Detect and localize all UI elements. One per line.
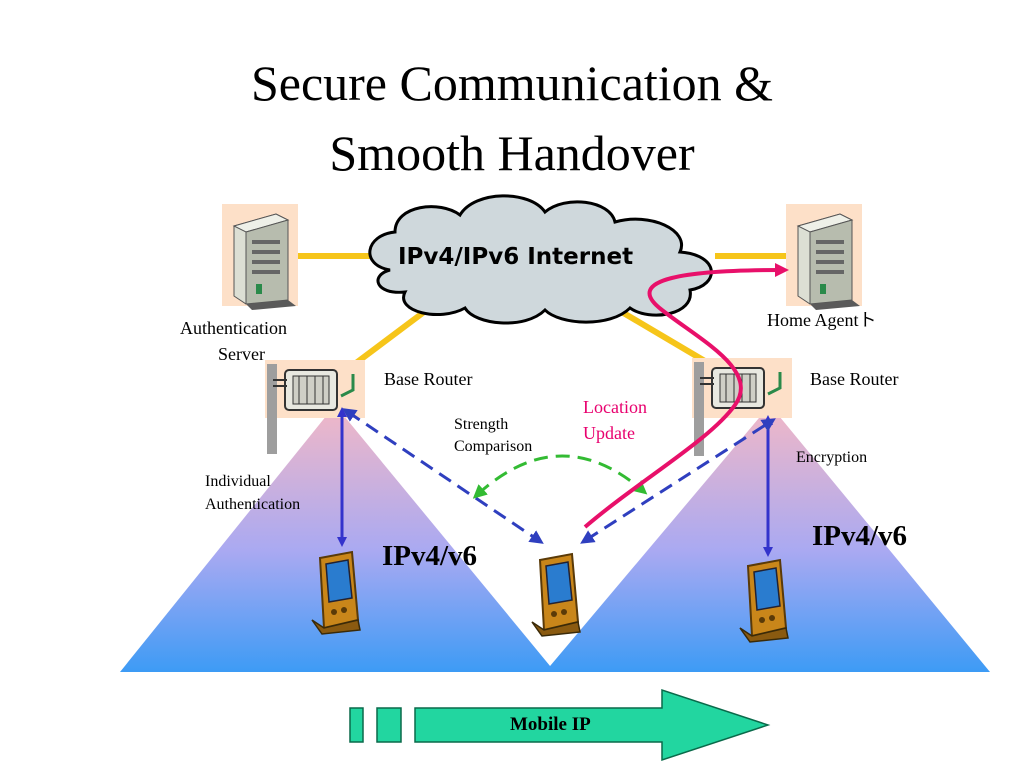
strength-comparison-arc [472, 454, 648, 499]
page-title-line2: Smooth Handover [329, 125, 695, 181]
pda-icon [531, 552, 581, 637]
mobile-ip-label: Mobile IP [510, 714, 591, 735]
encryption-label: Encryption [796, 449, 868, 466]
handover-dashed-left [342, 408, 544, 544]
cloud-label: IPv4/IPv6 Internet [398, 244, 634, 270]
ipv4v6-right-label: IPv4/v6 [812, 520, 908, 552]
pda-icon [311, 550, 361, 635]
page-title-line1: Secure Communication & [250, 55, 774, 111]
individual-auth-label-line2: Authentication [205, 496, 301, 513]
cloud-icon [368, 194, 713, 325]
server-icon [222, 204, 298, 310]
server-icon [786, 204, 862, 310]
auth-server-label-line1: Authentication [180, 318, 287, 338]
location-update-curve [583, 263, 789, 529]
individual-auth-label-line1: Individual [205, 473, 271, 490]
ipv4v6-left-label: IPv4/v6 [382, 540, 478, 572]
location-update-label-line1: Location [583, 397, 647, 417]
location-update-label-line2: Update [583, 423, 635, 443]
mobile-ip-arrow [349, 688, 771, 762]
home-agent-label: Home Agentト [767, 310, 877, 330]
handover-dashed-right [580, 418, 776, 544]
strength-label-line2: Comparison [454, 438, 533, 455]
pda-icon [739, 558, 789, 643]
base-router-right-label: Base Router [810, 369, 899, 389]
base-router-left-label: Base Router [384, 369, 473, 389]
auth-server-label-line2: Server [218, 344, 265, 364]
strength-label-line1: Strength [454, 416, 509, 433]
